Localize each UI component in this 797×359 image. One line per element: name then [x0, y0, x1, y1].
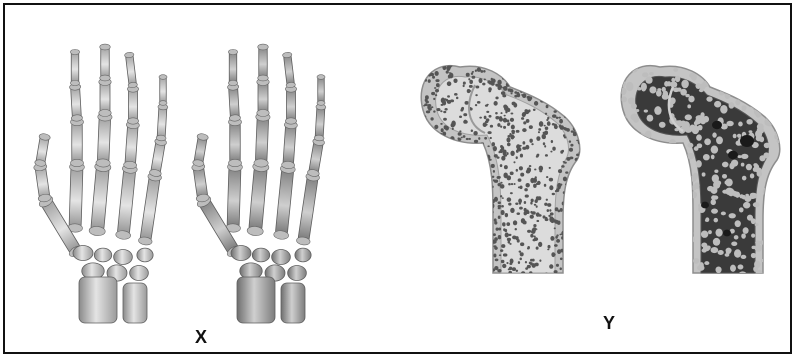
figure-frame: X Y	[3, 3, 792, 354]
label-y: Y	[603, 313, 615, 334]
hand-skeleton-osteoporotic	[191, 44, 326, 323]
figure-illustration	[5, 5, 794, 356]
hand-skeleton-normal	[33, 44, 168, 323]
label-x: X	[195, 327, 207, 348]
femur-section-osteoporotic	[620, 63, 786, 277]
femur-section-normal	[421, 63, 584, 277]
